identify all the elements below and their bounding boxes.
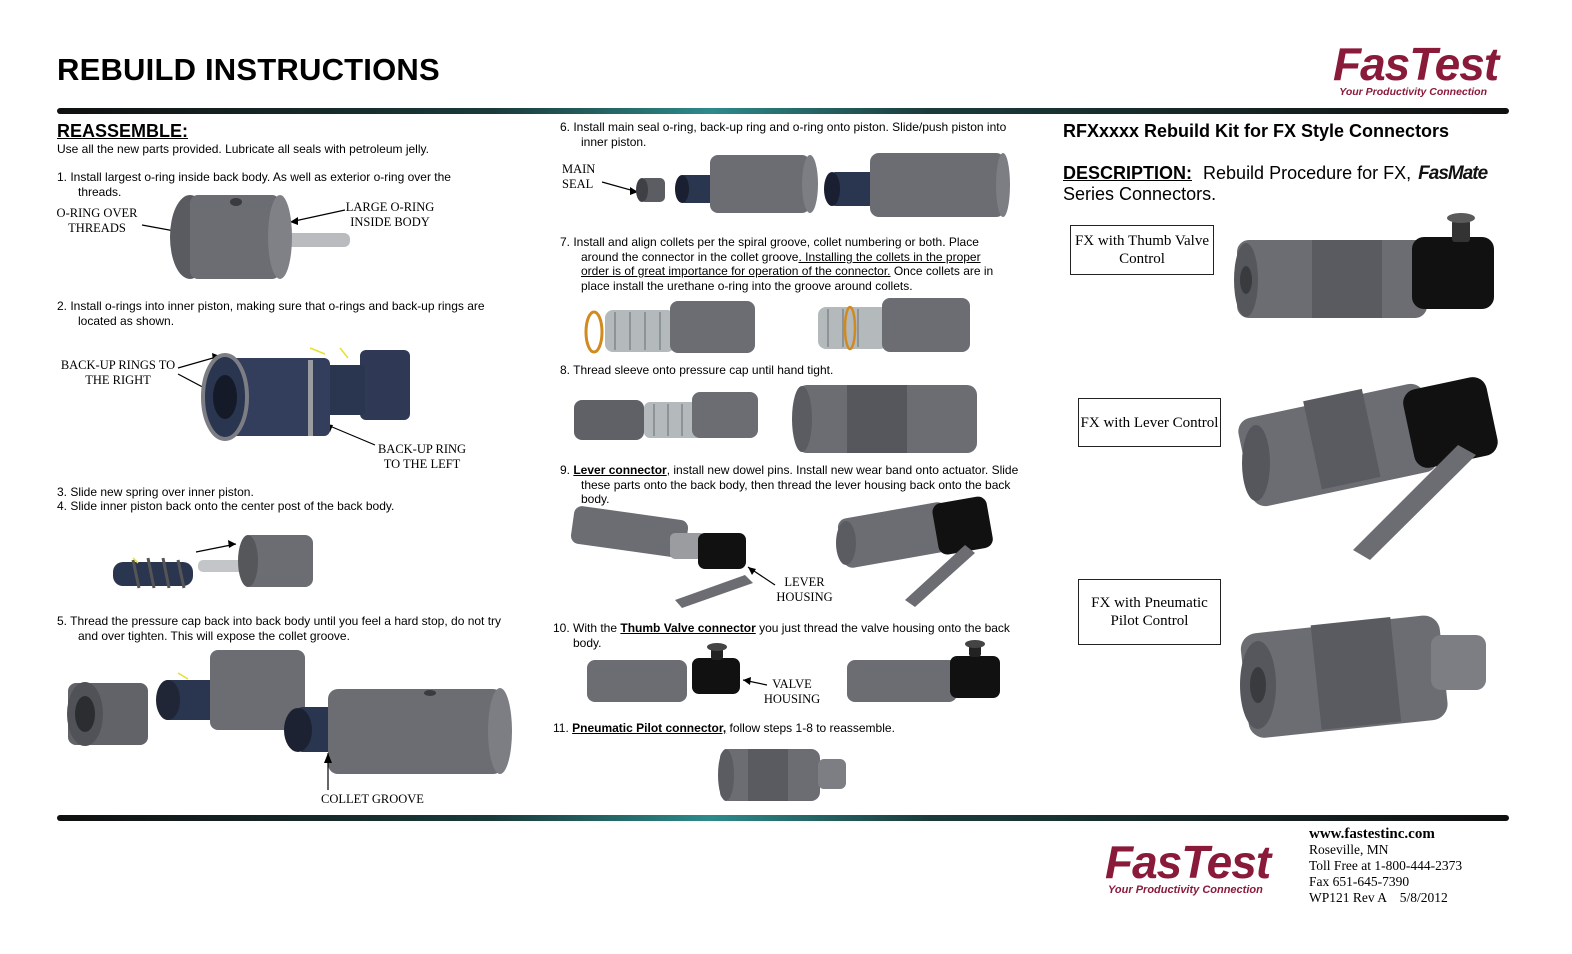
- lever-illustration: [1238, 377, 1498, 560]
- step-9-num: 9.: [560, 463, 574, 477]
- footer-divider: [57, 815, 1509, 821]
- logo-wordmark: FasTest: [1333, 38, 1499, 90]
- footer-logo-wordmark: FasTest: [1105, 836, 1271, 888]
- fasmate-logo: FasMate: [1418, 163, 1488, 184]
- step-9-rest: , install new dowel pins. Install new we…: [581, 463, 1019, 506]
- step-10-num: 10. With the: [553, 621, 621, 635]
- label-backup-ring-left: BACK-UP RING TO THE LEFT: [377, 442, 467, 471]
- step-2-text: 2. Install o-rings into inner piston, ma…: [57, 299, 485, 328]
- step-11-link: Pneumatic Pilot connector,: [572, 721, 727, 735]
- label-valve-housing: VALVE HOUSING: [763, 677, 821, 706]
- step-11-num: 11.: [553, 721, 573, 735]
- step-9-text: 9. Lever connector, install new dowel pi…: [560, 463, 1020, 507]
- footer-fax: Fax 651-645-7390: [1309, 874, 1410, 889]
- step-8-text: 8. Thread sleeve onto pressure cap until…: [560, 363, 834, 377]
- label-large-oring: LARGE O-RING INSIDE BODY: [345, 200, 435, 229]
- intro-text: Use all the new parts provided. Lubricat…: [57, 142, 429, 156]
- step-8-illustration: [574, 385, 977, 453]
- header-logo: FasTest Your Productivity Connection: [1333, 38, 1499, 98]
- label-backup-rings-right: BACK-UP RINGS TO THE RIGHT: [60, 358, 176, 387]
- step-10-text: 10. With the Thumb Valve connector you j…: [553, 621, 1018, 650]
- box-lever: FX with Lever Control: [1078, 398, 1221, 447]
- kit-title: RFXxxxx Rebuild Kit for FX Style Connect…: [1063, 121, 1450, 141]
- step-11-rest: follow steps 1-8 to reassemble.: [726, 721, 895, 735]
- step-1-text: 1. Install largest o-ring inside back bo…: [57, 170, 451, 199]
- box-pneumatic: FX with Pneumatic Pilot Control: [1078, 579, 1221, 645]
- label-lever-housing: LEVER HOUSING: [776, 575, 833, 604]
- step-10-link: Thumb Valve connector: [620, 621, 756, 635]
- step-5-text: 5. Thread the pressure cap back into bac…: [57, 614, 502, 643]
- label-oring-over-threads: O-RING OVER THREADS: [56, 206, 138, 235]
- box-thumb-valve-label: FX with Thumb Valve Control: [1074, 233, 1210, 267]
- step-4-illustration: [113, 535, 313, 589]
- label-main-seal: MAIN SEAL: [562, 162, 596, 191]
- footer-tollfree: Toll Free at 1-800-444-2373: [1309, 858, 1463, 873]
- step-10-rest: you just thread the valve housing onto t…: [573, 621, 1010, 650]
- step-7-text-a: 7. Install and align collets per the spi…: [560, 235, 979, 264]
- step-11-text: 11. Pneumatic Pilot connector, follow st…: [553, 721, 1018, 736]
- header-divider: [57, 108, 1509, 114]
- footer-website[interactable]: www.fastestinc.com: [1309, 826, 1435, 842]
- reassemble-heading: REASSEMBLE:: [57, 121, 189, 141]
- pneumatic-illustration: [1240, 615, 1486, 738]
- footer-logo-tagline: Your Productivity Connection: [1108, 884, 1263, 896]
- step-6-text: 6. Install main seal o-ring, back-up rin…: [560, 120, 1007, 149]
- box-thumb-valve: FX with Thumb Valve Control: [1070, 225, 1214, 275]
- step-7-illustration: [584, 298, 970, 354]
- box-lever-label: FX with Lever Control: [1080, 414, 1219, 431]
- description-label: DESCRIPTION:: [1063, 163, 1193, 183]
- description-text: Rebuild Procedure for FX,: [1203, 163, 1412, 183]
- step-7-text-c: Once collets are in place install the ur…: [581, 264, 994, 293]
- logo-tagline: Your Productivity Connection: [1339, 86, 1487, 98]
- step-3-text: 3. Slide new spring over inner piston.: [57, 485, 254, 499]
- step-7-text-b: . Installing the collets in the proper o…: [581, 249, 981, 279]
- step-10-illustration: [587, 640, 1000, 702]
- step-6-illustration: [601, 153, 1010, 217]
- page-title: REBUILD INSTRUCTIONS: [57, 52, 440, 87]
- step-1-illustration: [141, 195, 350, 279]
- thumb-valve-illustration: [1234, 213, 1494, 318]
- footer-doc-number: WP121 Rev A 5/8/2012: [1309, 890, 1448, 905]
- description-text-2: Series Connectors.: [1063, 184, 1217, 204]
- footer-contact: www.fastestinc.com Roseville, MN Toll Fr…: [1309, 826, 1462, 906]
- footer-city: Roseville, MN: [1309, 842, 1389, 857]
- box-pneumatic-label: FX with Pneumatic Pilot Control: [1091, 595, 1208, 629]
- label-collet-groove: COLLET GROOVE: [321, 792, 424, 806]
- footer-logo: FasTest Your Productivity Connection: [1105, 838, 1280, 896]
- step-9-illustration: [570, 496, 993, 608]
- step-5-illustration: [67, 650, 512, 790]
- step-2-illustration: [177, 347, 410, 446]
- description-block: DESCRIPTION: Rebuild Procedure for FX, F…: [1063, 163, 1513, 205]
- step-4-text: 4. Slide inner piston back onto the cent…: [57, 499, 395, 513]
- step-11-illustration: [718, 749, 846, 801]
- step-7-text: 7. Install and align collets per the spi…: [560, 235, 1010, 293]
- step-9-link: Lever connector: [573, 463, 667, 477]
